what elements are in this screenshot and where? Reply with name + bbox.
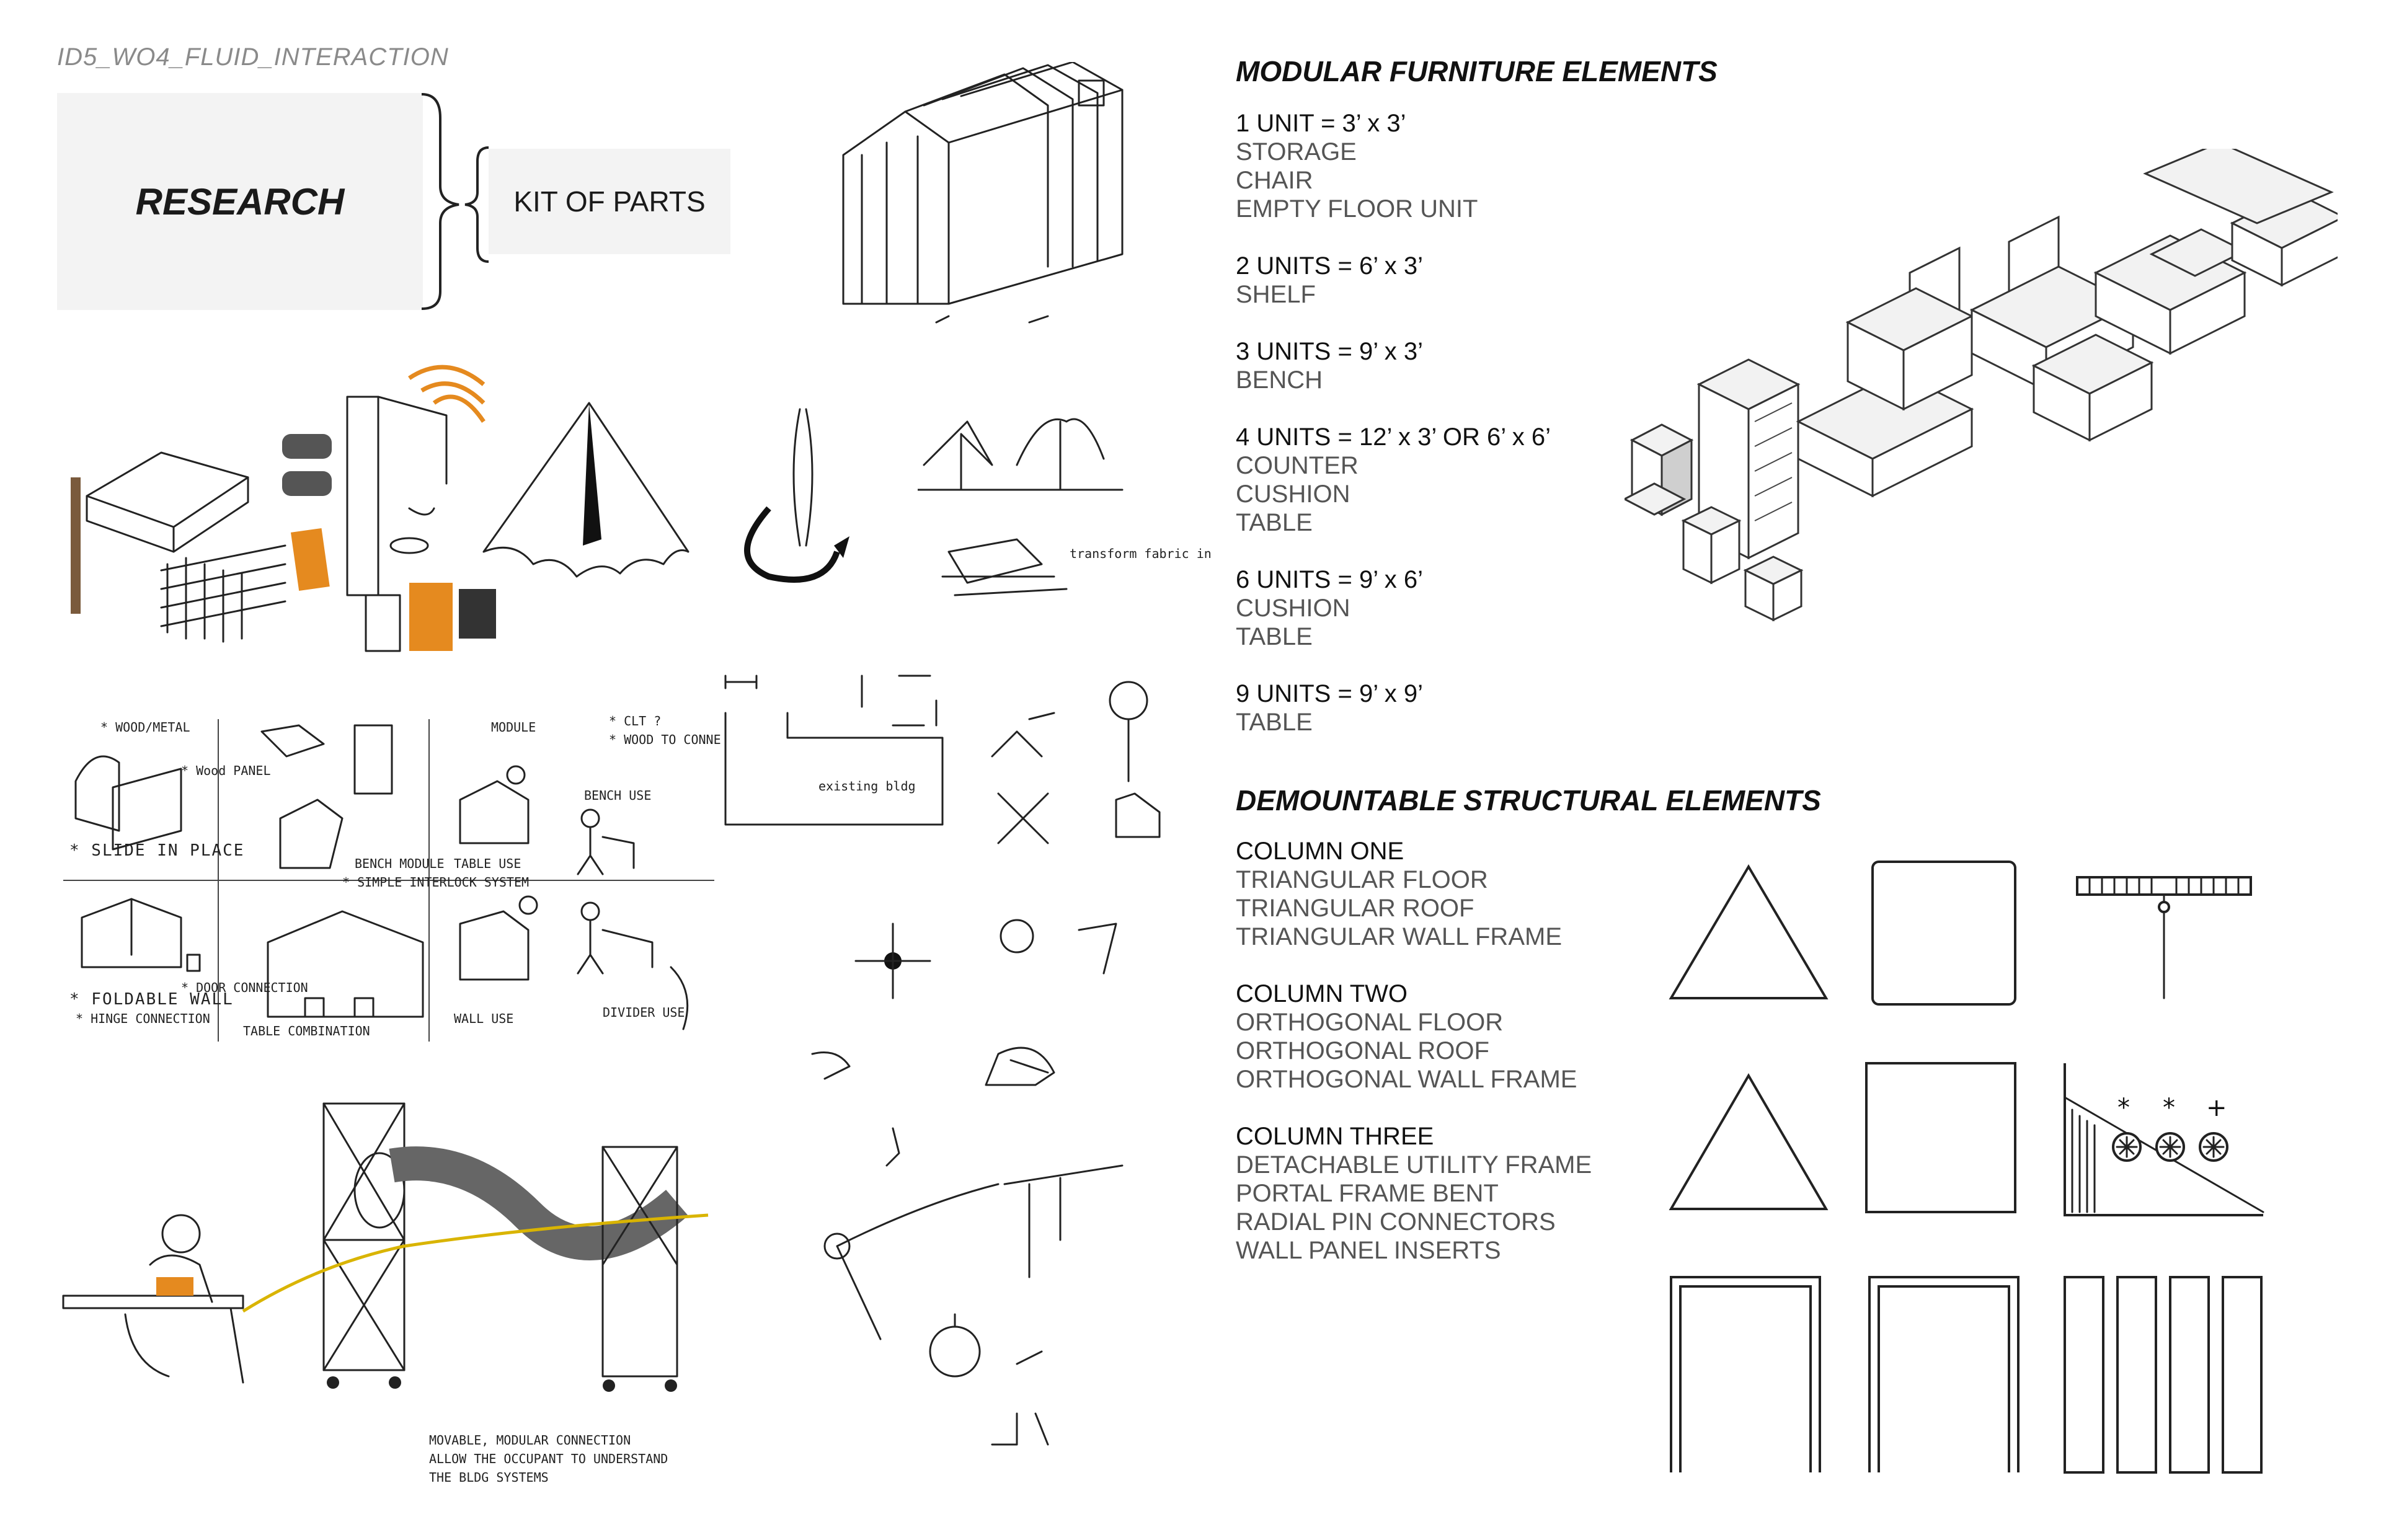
orthogonal-floor-icon — [1871, 861, 2016, 1006]
sketch-note: * WOOD TO CONNECT W/ BRIDAL — [609, 732, 721, 747]
sketch-note: * DOOR CONNECTION — [181, 980, 308, 995]
kit-of-parts-box: KIT OF PARTS — [489, 149, 730, 254]
structural-heading: DEMOUNTABLE STRUCTURAL ELEMENTS — [1236, 784, 1821, 816]
furniture-item: TABLE — [1236, 623, 1313, 650]
furniture-group-6: 9 UNITS = 9’ x 9’ TABLE — [1236, 679, 1423, 737]
sketch-note: DIVIDER USE — [603, 1005, 685, 1020]
plan-diagram-sketch: existing bldg — [724, 675, 1161, 999]
structural-item: TRIANGULAR ROOF — [1236, 895, 1474, 922]
structural-group-1: COLUMN ONE TRIANGULAR FLOOR TRIANGULAR R… — [1236, 837, 1562, 951]
sketch-note: BENCH USE — [584, 788, 651, 803]
furniture-item: BENCH — [1236, 366, 1323, 394]
triangular-floor-icon — [1669, 864, 1829, 999]
radial-pin-connectors-icon: * * + — [2112, 1094, 2228, 1162]
structural-item: TRIANGULAR WALL FRAME — [1236, 923, 1562, 950]
furniture-heading: MODULAR FURNITURE ELEMENTS — [1236, 55, 1718, 87]
pin-mark: * — [2117, 1094, 2130, 1122]
orthogonal-roof-icon — [1865, 1062, 2016, 1213]
furniture-group-head: 1 UNIT = 3’ x 3’ — [1236, 110, 1406, 137]
structural-item: DETACHABLE UTILITY FRAME — [1236, 1151, 1592, 1179]
furniture-group-3: 3 UNITS = 9’ x 3’ BENCH — [1236, 337, 1423, 394]
research-title: RESEARCH — [135, 180, 345, 223]
furniture-item: EMPTY FLOOR UNIT — [1236, 195, 1478, 223]
movable-note-line3: THE BLDG SYSTEMS — [429, 1470, 549, 1485]
umbrella-structure-sketch: transform fabric in place — [918, 418, 1215, 596]
research-box: RESEARCH — [57, 93, 423, 310]
furniture-group-5: 6 UNITS = 9’ x 6’ CUSHION TABLE — [1236, 565, 1423, 651]
furniture-group-head: 3 UNITS = 9’ x 3’ — [1236, 338, 1423, 365]
furniture-item: TABLE — [1236, 509, 1313, 536]
cushion-trays-icon — [2093, 149, 2338, 355]
furniture-group-head: 2 UNITS = 6’ x 3’ — [1236, 252, 1423, 280]
structural-item: PORTAL FRAME BENT — [1236, 1180, 1499, 1207]
brace-icon — [421, 93, 489, 310]
furniture-group-1: 1 UNIT = 3’ x 3’ STORAGE CHAIR EMPTY FLO… — [1236, 109, 1478, 223]
furniture-item: CUSHION — [1236, 480, 1350, 508]
furniture-item: TABLE — [1236, 709, 1313, 736]
kit-of-parts-title: KIT OF PARTS — [513, 185, 706, 218]
portal-frame-bent-icon — [1868, 1276, 2020, 1472]
structural-group-3: COLUMN THREE DETACHABLE UTILITY FRAME PO… — [1236, 1122, 1592, 1265]
shelf-unit-icon — [1696, 358, 1801, 560]
structural-item: ORTHOGONAL FLOOR — [1236, 1009, 1504, 1036]
structural-item: ORTHOGONAL ROOF — [1236, 1037, 1489, 1064]
sketch-note: * HINGE CONNECTION — [76, 1011, 210, 1026]
structural-group-2: COLUMN TWO ORTHOGONAL FLOOR ORTHOGONAL R… — [1236, 980, 1577, 1094]
pin-mark: + — [2206, 1094, 2227, 1122]
sketch-note: * SIMPLE INTERLOCK SYSTEM — [342, 875, 529, 890]
structural-item: ORTHOGONAL WALL FRAME — [1236, 1066, 1577, 1093]
sketch-note: * FOLDABLE WALL — [69, 990, 234, 1009]
structural-item: RADIAL PIN CONNECTORS — [1236, 1208, 1556, 1236]
furniture-group-head: 9 UNITS = 9’ x 9’ — [1236, 680, 1423, 707]
chair-cube-icon — [1681, 506, 1804, 622]
structural-group-head: COLUMN THREE — [1236, 1123, 1434, 1150]
utility-frame-icon — [2076, 876, 2252, 999]
furniture-group-head: 4 UNITS = 12’ x 3’ OR 6’ x 6’ — [1236, 423, 1551, 451]
existing-building-note: existing bldg — [818, 779, 916, 794]
furniture-group-2: 2 UNITS = 6’ x 3’ SHELF — [1236, 252, 1423, 309]
movable-note-line1: MOVABLE, MODULAR CONNECTION — [429, 1433, 631, 1448]
structural-item: WALL PANEL INSERTS — [1236, 1237, 1501, 1264]
module-grid-sketch: * WOOD/METAL * Wood PANEL * SLIDE IN PLA… — [63, 714, 721, 1042]
furniture-isometric-drawing — [1625, 149, 2338, 622]
tent-frame-sketch — [842, 62, 1124, 324]
connector-study-sketch — [811, 1047, 1124, 1446]
structural-group-head: COLUMN ONE — [1236, 838, 1404, 865]
structural-elements-drawing: * * + — [1669, 861, 2264, 1474]
sketch-note: TABLE USE — [454, 856, 521, 871]
tent-study-sketch — [482, 402, 849, 583]
furniture-group-head: 6 UNITS = 9’ x 6’ — [1236, 566, 1423, 593]
table-block-icon — [1969, 265, 2154, 442]
furniture-item: CUSHION — [1236, 595, 1350, 622]
tower-duct-sketch: MOVABLE, MODULAR CONNECTION ALLOW THE OC… — [62, 1102, 709, 1485]
furniture-item: CHAIR — [1236, 167, 1313, 194]
furniture-group-4: 4 UNITS = 12’ x 3’ OR 6’ x 6’ COUNTER CU… — [1236, 423, 1551, 537]
triangular-roof-icon — [1669, 1073, 1829, 1210]
furniture-item: SHELF — [1236, 281, 1316, 308]
transform-note: transform fabric in place — [1070, 546, 1215, 561]
sketch-note: MODULE — [491, 720, 536, 735]
furniture-item: COUNTER — [1236, 452, 1359, 479]
portal-frame-bent-icon — [1670, 1276, 1821, 1472]
sketch-note: TABLE COMBINATION — [243, 1024, 370, 1038]
structural-item: TRIANGULAR FLOOR — [1236, 866, 1488, 893]
furniture-modules-sketch — [71, 365, 496, 652]
wall-panel-inserts-icon — [2064, 1276, 2263, 1474]
sketch-note: BENCH MODULE — [355, 856, 445, 871]
sketch-note: * SLIDE IN PLACE — [69, 841, 244, 860]
storage-cube-icon — [1625, 423, 1694, 516]
pin-mark: * — [2163, 1094, 2175, 1122]
sketch-note: WALL USE — [454, 1011, 513, 1026]
sketch-note: * Wood PANEL — [181, 763, 271, 778]
furniture-item: STORAGE — [1236, 138, 1357, 166]
sketch-note: * WOOD/METAL — [100, 720, 190, 735]
document-id: ID5_WO4_FLUID_INTERACTION — [57, 43, 449, 71]
sketch-note: * CLT ? — [609, 714, 661, 728]
structural-group-head: COLUMN TWO — [1236, 980, 1408, 1007]
movable-note-line2: ALLOW THE OCCUPANT TO UNDERSTAND — [429, 1451, 668, 1466]
